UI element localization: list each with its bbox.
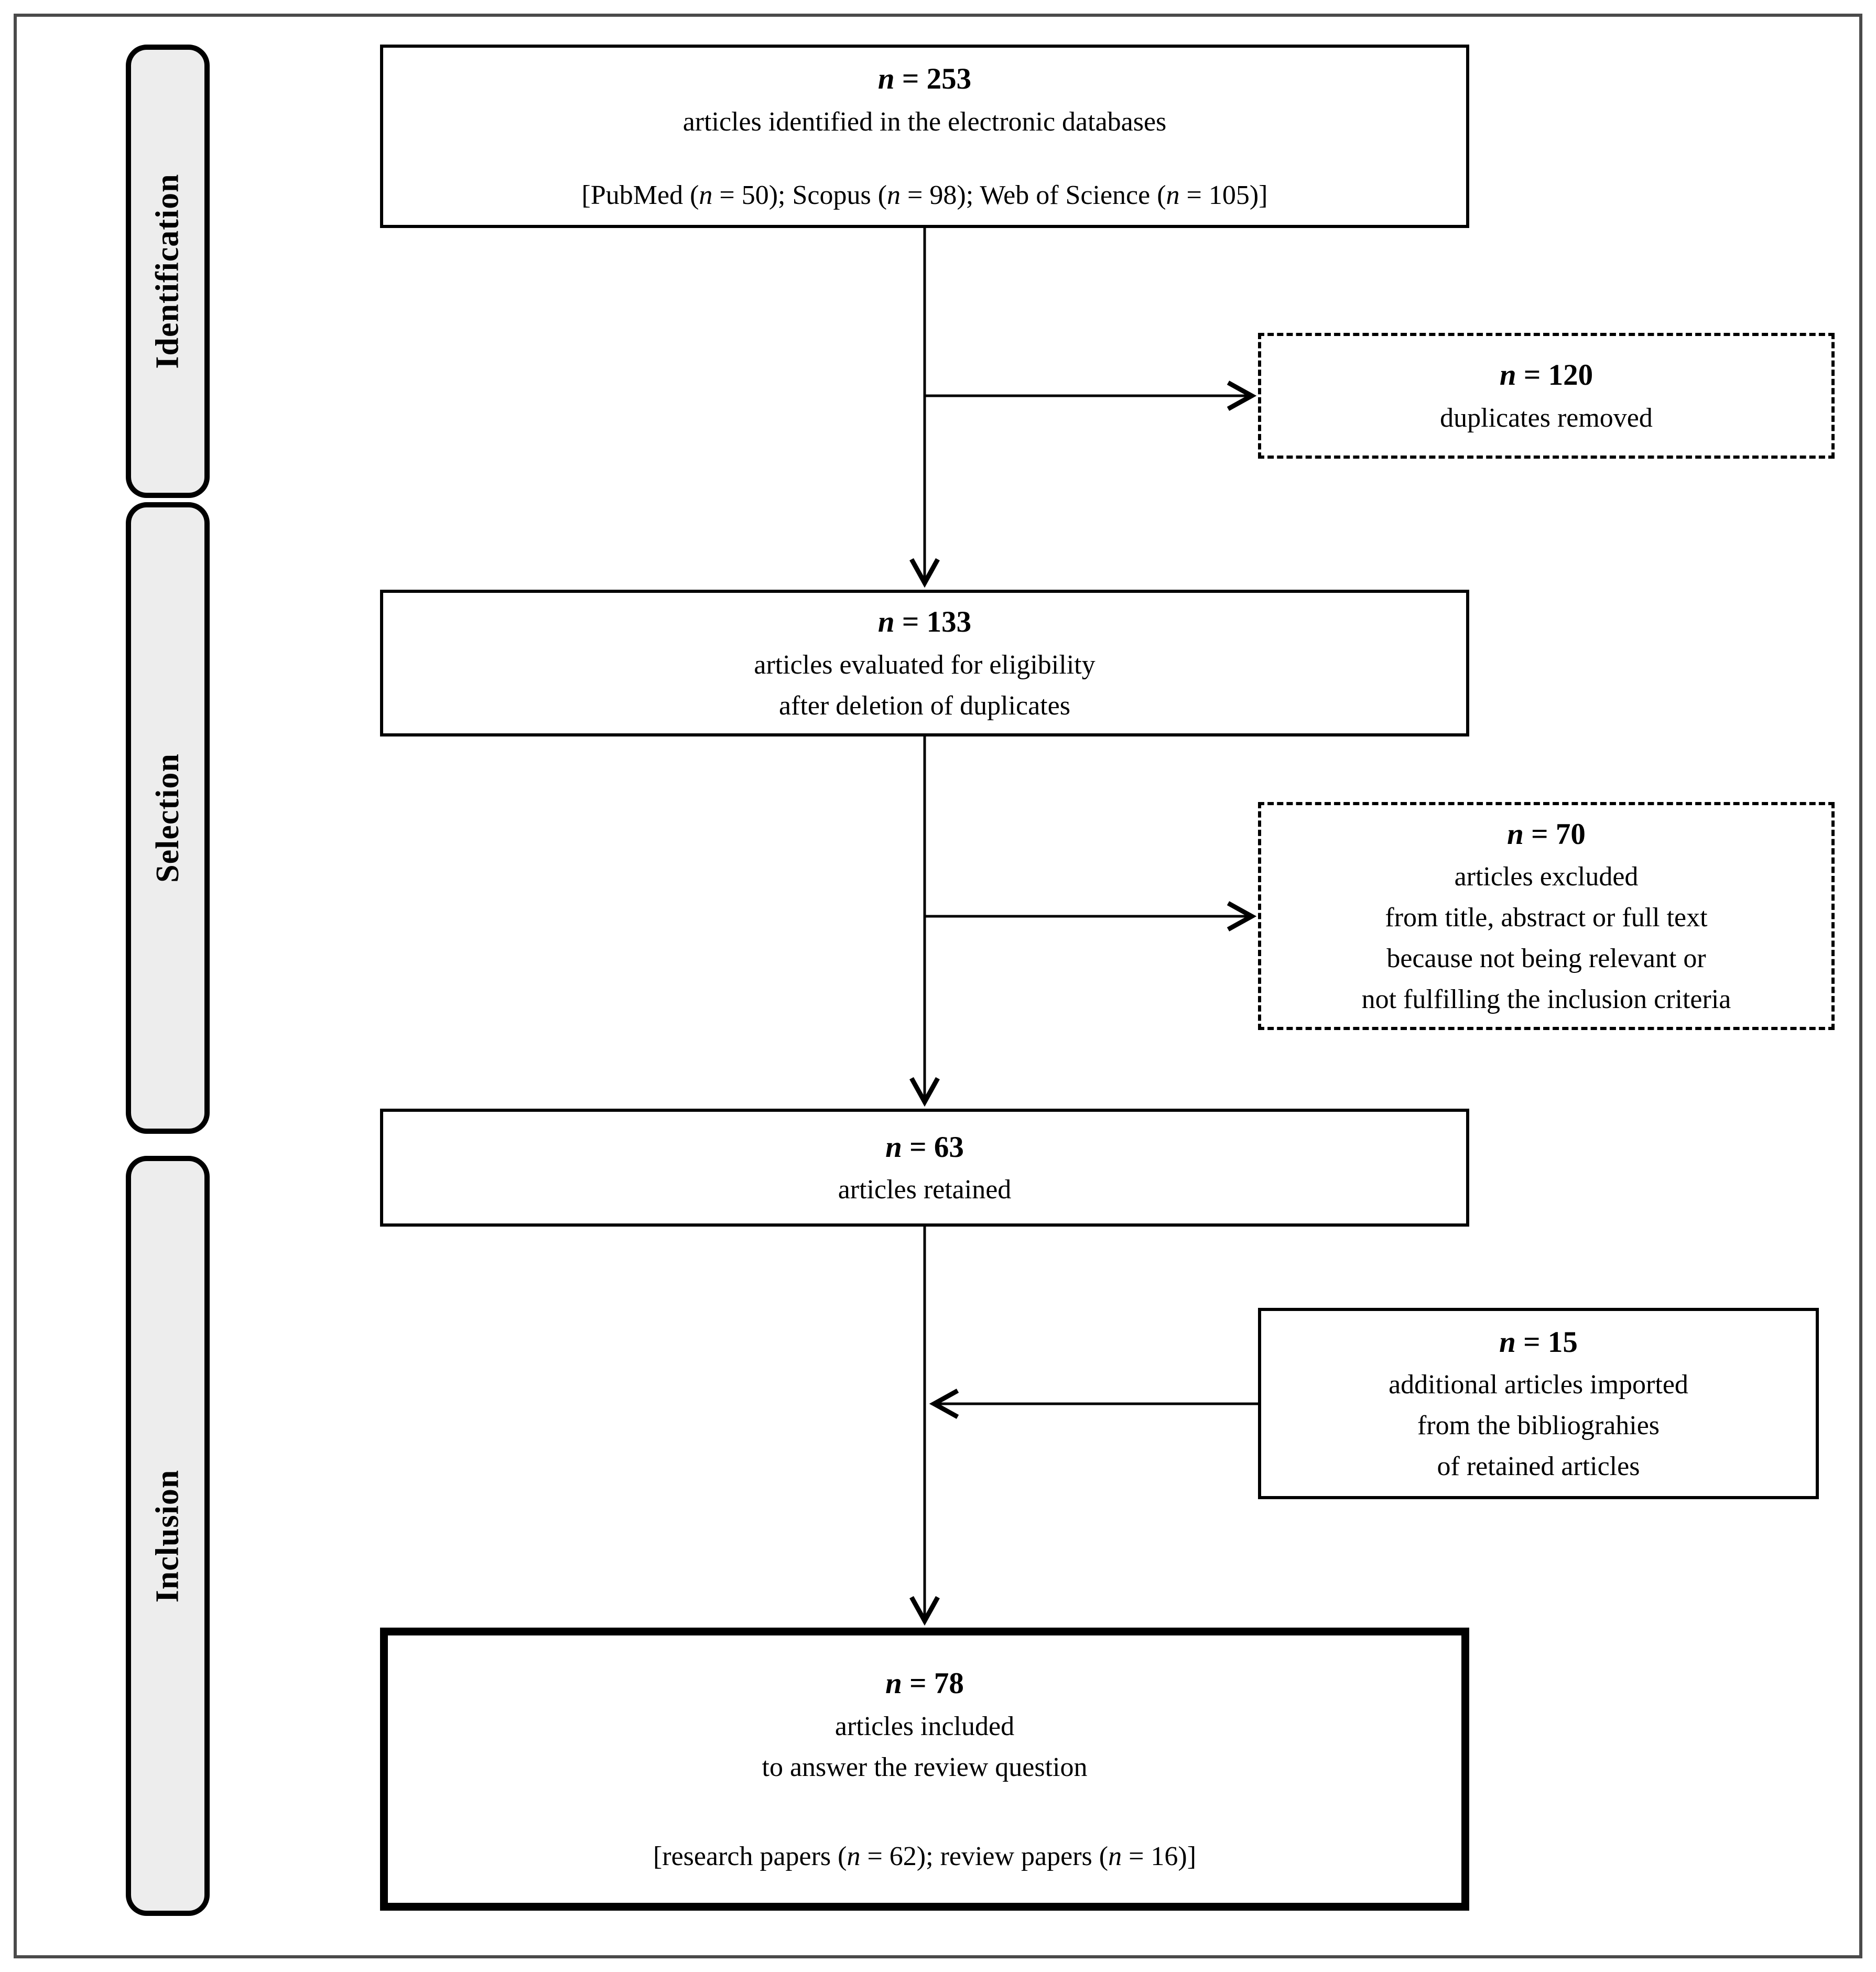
label-identified: articles identified in the electronic da… [682, 106, 1167, 137]
box-duplicates-removed: n = 120 duplicates removed [1258, 333, 1835, 459]
label-included-2: to answer the review question [762, 1752, 1088, 1782]
box-articles-retained: n = 63 articles retained [380, 1109, 1469, 1227]
label-retained: articles retained [838, 1175, 1012, 1205]
label-additional-3: of retained articles [1437, 1451, 1640, 1482]
stage-inclusion-label: Inclusion [149, 1469, 186, 1602]
label-evaluated-2: after deletion of duplicates [779, 690, 1070, 721]
label-excluded-1: articles excluded [1454, 862, 1639, 892]
label-evaluated-1: articles evaluated for eligibility [754, 649, 1096, 680]
stage-identification: Identification [126, 45, 210, 498]
label-additional-2: from the bibliograhies [1417, 1411, 1660, 1441]
label-excluded-4: not fulfilling the inclusion criteria [1361, 984, 1731, 1015]
stage-selection-label: Selection [149, 753, 186, 883]
label-included-breakdown: [research papers (n = 62); review papers… [653, 1841, 1197, 1871]
label-excluded-3: because not being relevant or [1386, 944, 1706, 974]
box-articles-included: n = 78 articles included to answer the r… [380, 1628, 1469, 1911]
box-articles-identified: n = 253 articles identified in the elect… [380, 45, 1469, 228]
box-articles-evaluated: n = 133 articles evaluated for eligibili… [380, 590, 1469, 736]
box-additional-articles: n = 15 additional articles imported from… [1258, 1308, 1819, 1499]
stage-identification-label: Identification [149, 174, 186, 369]
stage-selection: Selection [126, 502, 210, 1134]
count-evaluated: n = 133 [877, 605, 972, 639]
label-duplicates: duplicates removed [1440, 403, 1653, 433]
box-articles-excluded: n = 70 articles excluded from title, abs… [1258, 802, 1835, 1030]
count-duplicates: n = 120 [1499, 359, 1593, 392]
label-identified-sources: [PubMed (n = 50); Scopus (n = 98); Web o… [581, 180, 1268, 210]
label-included-1: articles included [834, 1711, 1015, 1741]
count-included: n = 78 [885, 1667, 964, 1700]
stage-inclusion: Inclusion [126, 1156, 210, 1916]
count-excluded: n = 70 [1507, 817, 1586, 851]
count-retained: n = 63 [885, 1130, 964, 1164]
count-identified: n = 253 [877, 62, 972, 96]
count-additional: n = 15 [1499, 1325, 1578, 1359]
label-additional-1: additional articles imported [1389, 1370, 1688, 1400]
label-excluded-2: from title, abstract or full text [1385, 903, 1708, 933]
